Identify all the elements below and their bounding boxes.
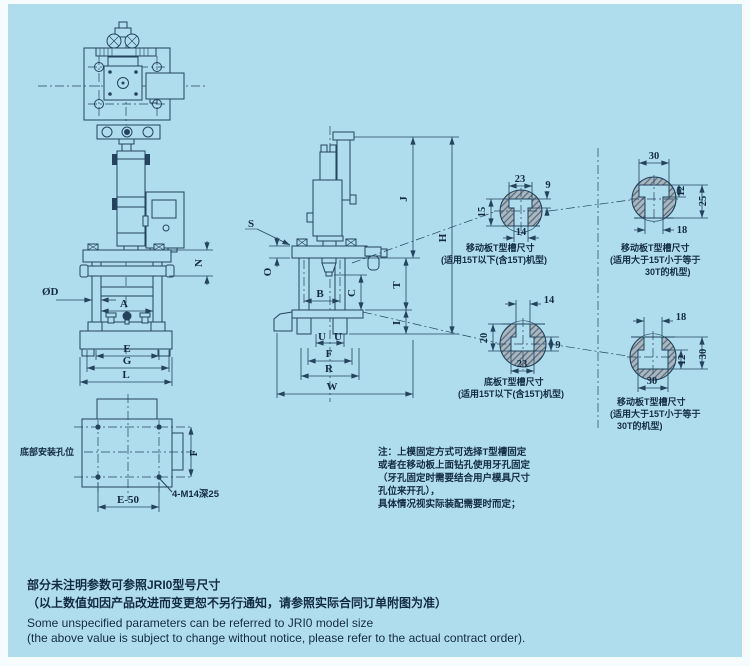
thread-note-label: 4-M14深25: [172, 488, 220, 500]
air-filter-unit: [364, 246, 388, 271]
side-dim-w-label: W: [327, 381, 338, 393]
tslot4-caption-1: 移动板T型槽尺寸: [617, 396, 686, 407]
side-frame: [273, 238, 388, 335]
front-dim-g-label: G: [123, 355, 132, 367]
pulley-assembly: [106, 21, 140, 49]
side-dim-u-left-label: U: [318, 331, 326, 343]
side-dim-i-label: I: [391, 321, 403, 325]
tslot3-dim-bottom: 23: [517, 359, 528, 370]
side-view-dimensions: J H T I C O S B U: [245, 136, 459, 398]
tslot4-dim-pocket: 12: [677, 355, 688, 366]
tslot2-dim-top: 30: [649, 151, 660, 162]
side-dim-u-right-label: U: [334, 331, 342, 343]
tslot4-caption-3: 30T的机型): [617, 420, 663, 431]
side-dim-s-label: S: [248, 218, 254, 230]
side-bracket: [273, 311, 293, 332]
footer-cn-line-1: 部分未注明参数可参照JRI0型号尺寸: [27, 577, 220, 592]
machine-base: [79, 330, 173, 350]
side-dim-o-label: O: [262, 267, 274, 276]
tslot2-caption-3: 30T的机型): [645, 266, 691, 277]
tslot-detail-base-plate: 14 20 9 23 底板T型槽尺寸 (适用15T以下(含15T)机型): [458, 295, 564, 399]
front-dim-e-label: E: [123, 343, 130, 355]
tslot2-caption-1: 移动板T型槽尺寸: [621, 242, 690, 253]
note-line-4: 孔位来开孔），: [378, 485, 440, 497]
drawing-notes: 注：上模固定方式可选择T型槽固定 或者在移动板上面钻孔使用牙孔固定 （牙孔固定时…: [377, 446, 531, 510]
tslot2-dim-neck: 18: [677, 225, 688, 236]
tslot2-caption-2: (适用大于15T小于等于: [610, 254, 701, 265]
detail-leader-lines: [351, 148, 631, 428]
note-line-5: 具体情况视实际装配需要时而定；: [377, 498, 521, 510]
front-dim-n-label: N: [193, 259, 205, 267]
note-line-1: 注：上模固定方式可选择T型槽固定: [378, 446, 527, 458]
footer-en-line-1: Some unspecified parameters can be refer…: [27, 616, 373, 630]
front-dim-a-label: A: [120, 298, 128, 310]
base-mounting-view: 底部安装孔位 F E-50 4-M14深25: [20, 394, 220, 512]
front-view: N ØD A E G L: [38, 21, 213, 386]
tslot3-dim-depth: 20: [479, 333, 490, 344]
side-cylinder: [306, 131, 357, 247]
footer-en-line-2: (the above value is subject to change wi…: [27, 631, 525, 645]
footer: 部分未注明参数可参照JRI0型号尺寸 （以上数值如因产品改进而变更恕不另行通知，…: [27, 577, 525, 645]
base-dim-e50-label: E-50: [117, 494, 140, 506]
tslot4-caption-2: (适用大于15T小于等于: [610, 408, 701, 419]
side-dim-h-label: H: [437, 233, 449, 242]
front-plan-view: [83, 21, 185, 140]
slide-plate: [100, 286, 154, 297]
tslot1-dim-depth: 15: [477, 207, 488, 218]
tslot3-dim-pocket: 9: [555, 340, 560, 351]
note-line-2: 或者在移动板上面钻孔使用牙孔固定: [378, 459, 531, 471]
front-cylinder: [112, 138, 150, 251]
tslot1-caption-2: (适用15T以下(含15T)机型): [441, 254, 547, 265]
tslot1-caption-1: 移动板T型槽尺寸: [466, 242, 535, 253]
side-dim-c-label: C: [346, 289, 358, 297]
tslot2-dim-pocket: 12: [676, 186, 687, 197]
ram: [321, 257, 337, 277]
side-dim-f-label: F: [326, 348, 333, 360]
side-dim-b-label: B: [316, 288, 324, 300]
side-dim-r-label: R: [325, 363, 334, 375]
tslot3-caption-1: 底板T型槽尺寸: [484, 376, 544, 387]
side-dim-j-label: J: [398, 196, 410, 202]
tslot2-dim-depth: 25: [698, 196, 709, 207]
tslot4-dim-depth: 30: [698, 349, 709, 360]
tslot-detail-moving-plate-large-2: 18 12 30 30 移动板T型槽尺寸 (适用大于15T小于等于 30T的机型…: [610, 312, 709, 431]
base-dim-f-label: F: [188, 449, 200, 456]
front-view-dimensions: N ØD A E G L: [42, 241, 213, 386]
tslot1-dim-neck: 14: [516, 227, 527, 238]
tslot1-dim-pocket: 9: [545, 180, 550, 191]
tslot4-dim-bottom: 30: [647, 376, 658, 387]
front-frame: [79, 243, 175, 357]
control-box: [142, 191, 185, 253]
tslot-detail-moving-plate-large: 30 12 25 18 移动板T型槽尺寸 (适用大于15T小于等于 30T的机型…: [610, 151, 709, 277]
tslot3-caption-2: (适用15T以下(含15T)机型): [458, 388, 564, 399]
base-holes-label: 底部安装孔位: [20, 446, 74, 457]
side-view: J H T I C O S B U: [245, 126, 459, 402]
footer-cn-line-2: （以上数值如因产品改进而变更恕不另行通知，请参照实际合同订单附图为准）: [27, 595, 447, 610]
tslot3-dim-neck: 14: [544, 295, 555, 306]
front-dim-d-label: ØD: [42, 286, 59, 298]
tslot4-dim-neck: 18: [676, 312, 687, 323]
note-line-3: （牙孔固定时需要结合用户模具尺寸: [378, 472, 531, 484]
front-dim-l-label: L: [122, 369, 129, 381]
side-dim-t-label: T: [391, 281, 403, 289]
motor-box: [145, 72, 185, 100]
tslot-detail-moving-plate-small: 23 9 15 14 移动板T型槽尺寸 (适用15T以下(含15T)机型): [441, 174, 551, 265]
control-box-window: [151, 199, 177, 219]
tslot1-dim-top: 23: [515, 174, 526, 185]
control-box-button: [162, 224, 170, 232]
